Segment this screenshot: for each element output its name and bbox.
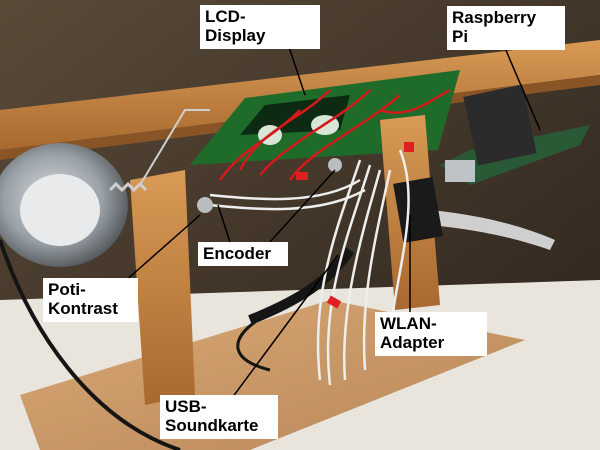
wlan-adapter	[393, 176, 443, 244]
ribbon-cable	[430, 210, 555, 250]
label-raspberry-pi: Raspberry Pi	[447, 6, 565, 50]
encoder	[328, 158, 342, 172]
label-lcd-display: LCD- Display	[200, 5, 320, 49]
label-wlan-adapter: WLAN- Adapter	[375, 312, 487, 356]
label-poti-kontrast: Poti- Kontrast	[43, 278, 138, 322]
label-usb-soundkarte: USB- Soundkarte	[160, 395, 278, 439]
poti	[197, 197, 213, 213]
label-encoder: Encoder	[198, 242, 288, 266]
